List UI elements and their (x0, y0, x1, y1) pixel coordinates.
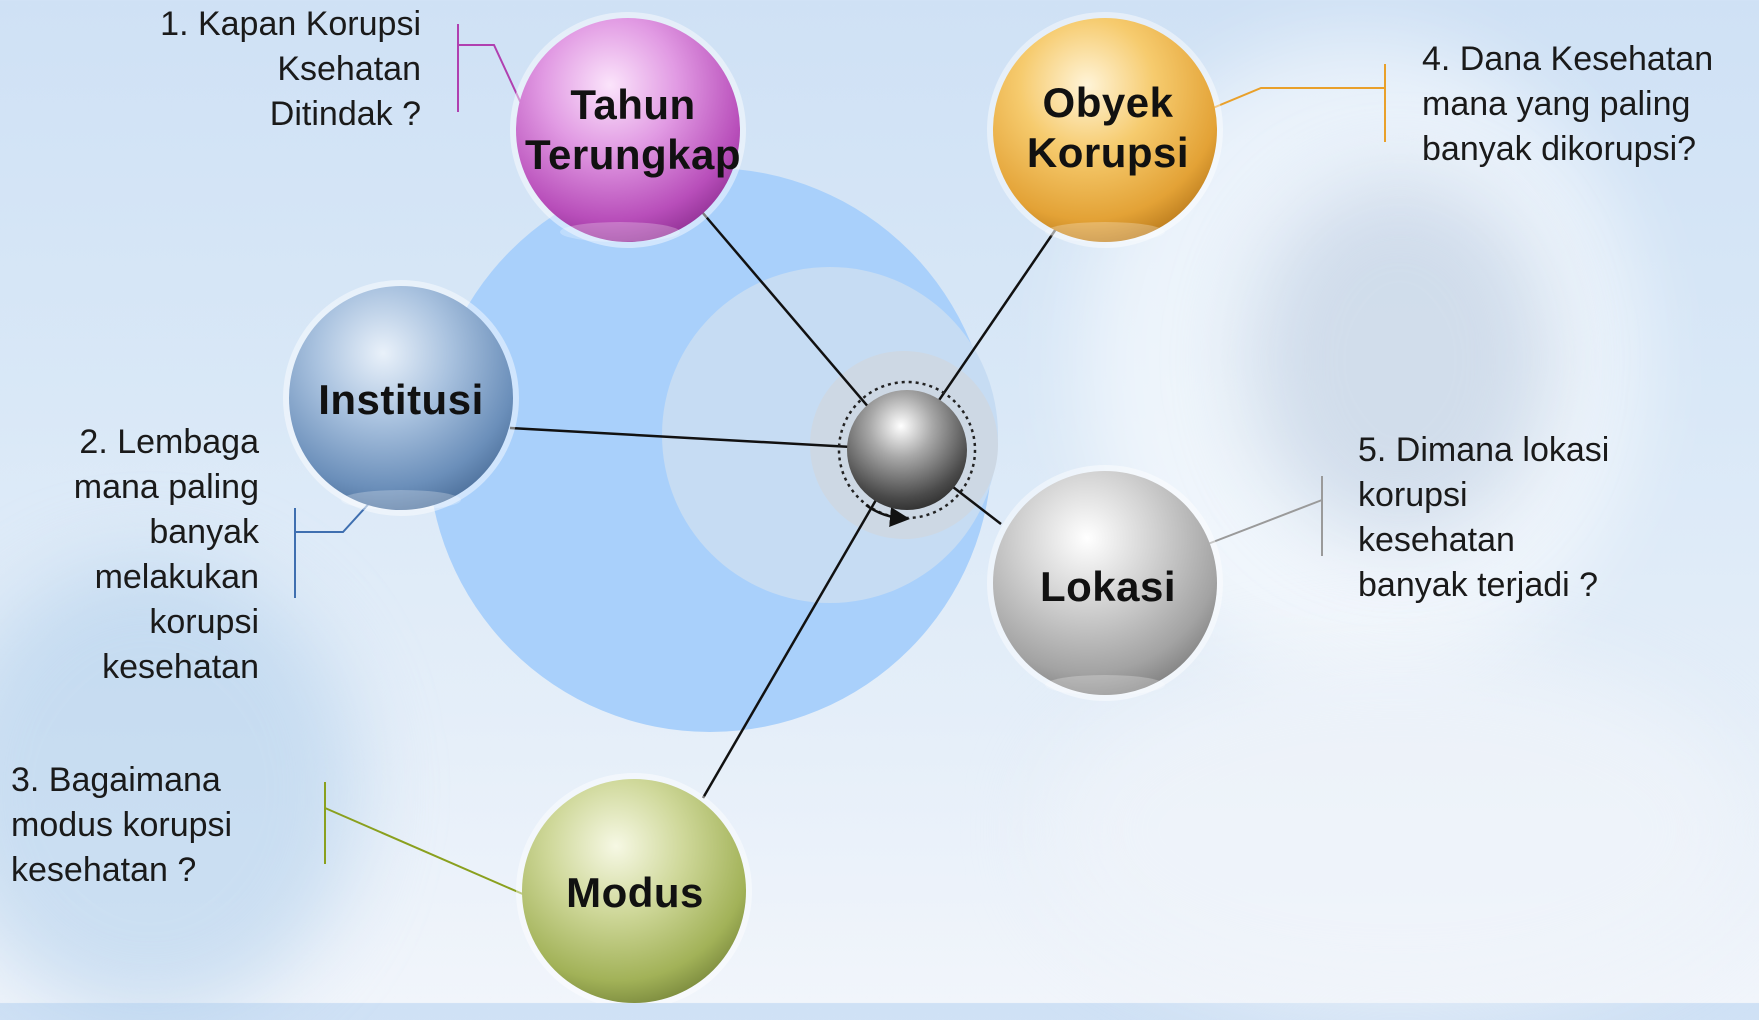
label-institusi: Institusi (318, 376, 484, 423)
background-blob (0, 560, 360, 1020)
sphere-modus (516, 773, 752, 1003)
label-lokasi: Lokasi (1039, 563, 1177, 610)
sphere-lokasi (987, 465, 1223, 701)
question-1-line: 1. Kapan Korupsi (160, 5, 421, 43)
question-5-line: 5. Dimana lokasi (1358, 431, 1610, 469)
question-4-line: banyak dikorupsi? (1422, 130, 1697, 168)
sphere-obyek-korupsi (987, 12, 1223, 248)
label-obyek-line2: Korupsi (1026, 129, 1190, 176)
question-2-line: kesehatan (102, 648, 259, 686)
question-5-line: banyak terjadi ? (1358, 566, 1599, 604)
question-3-line: 3. Bagaimana (11, 761, 221, 799)
question-5: 5. Dimana lokasi korupsi kesehatan banya… (1358, 428, 1688, 608)
question-2: 2. Lembaga mana paling banyak melakukan … (19, 420, 259, 690)
question-1-line: Ksehatan (277, 50, 421, 88)
question-4-line: 4. Dana Kesehatan (1422, 40, 1714, 78)
label-obyek-korupsi: Obyek Korupsi (983, 78, 1233, 178)
sphere-institusi (283, 280, 519, 516)
question-3-line: kesehatan ? (11, 851, 197, 889)
question-3-line: modus korupsi (11, 806, 233, 844)
question-5-line: kesehatan (1358, 521, 1515, 559)
question-2-line: korupsi (149, 603, 259, 641)
center-sphere (847, 390, 967, 510)
sphere-tahun-terungkap (510, 12, 746, 248)
question-4: 4. Dana Kesehatan mana yang paling banya… (1422, 37, 1752, 172)
label-modus: Modus (566, 869, 704, 916)
question-1-line: Ditindak ? (269, 95, 421, 133)
question-3: 3. Bagaimana modus korupsi kesehatan ? (11, 758, 311, 893)
question-2-line: melakukan (94, 558, 259, 596)
rotation-arrow-icon (865, 503, 910, 528)
question-2-line: banyak (149, 513, 259, 551)
label-tahun-terungkap: Tahun Terungkap (508, 80, 758, 180)
question-2-line: 2. Lembaga (79, 423, 259, 461)
background-blob (1050, 650, 1750, 1010)
label-obyek-line1: Obyek (1042, 79, 1174, 126)
label-tahun-line1: Tahun (570, 81, 696, 128)
question-1: 1. Kapan Korupsi Ksehatan Ditindak ? (101, 2, 421, 137)
background-blob (1250, 180, 1550, 540)
question-2-line: mana paling (73, 468, 259, 506)
label-tahun-line2: Terungkap (524, 131, 742, 178)
question-5-line: korupsi (1358, 476, 1468, 514)
question-4-line: mana yang paling (1422, 85, 1691, 123)
